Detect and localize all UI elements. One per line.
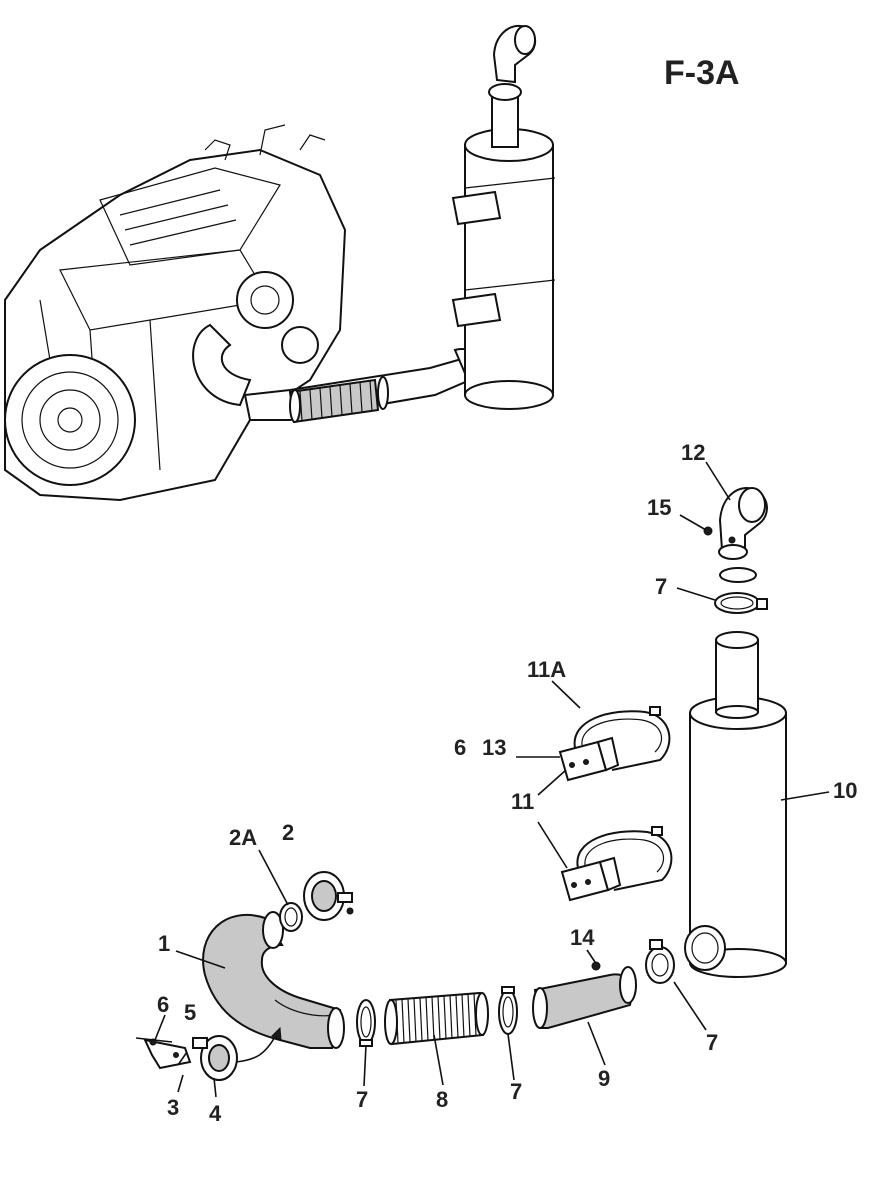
gasket-ring — [719, 567, 757, 583]
callout-7-inlet: 7 — [706, 1030, 718, 1055]
part-2-vband-clamp — [303, 871, 354, 921]
part-3-bracket — [143, 1038, 192, 1070]
part-12-elbow-cap — [718, 487, 768, 560]
callout-11a: 11A — [527, 657, 566, 682]
part-11-band-clamp — [560, 826, 673, 902]
part-7-clamp-right — [498, 986, 518, 1035]
callout-8: 8 — [436, 1087, 448, 1112]
callout-1: 1 — [158, 931, 170, 956]
callout-14: 14 — [570, 925, 595, 950]
part-14-nut — [591, 961, 601, 971]
part-7-clamp-top — [714, 592, 768, 614]
callout-6-lower: 6 — [157, 992, 169, 1017]
callout-7-right: 7 — [510, 1079, 522, 1104]
part-11a-band-clamp — [558, 706, 671, 782]
part-9-outlet-tube — [532, 966, 637, 1029]
engine-overview-illustration — [4, 24, 556, 502]
leader-lines — [135, 461, 830, 1098]
part-7-clamp-left — [356, 999, 376, 1047]
callout-labels: 12 15 7 11A 6 13 11 10 2A 2 1 14 6 5 7 9… — [157, 440, 857, 1126]
part-4-clamp — [192, 1035, 238, 1081]
callout-4: 4 — [209, 1101, 222, 1126]
callout-11: 11 — [511, 789, 534, 814]
callout-5: 5 — [184, 1000, 196, 1025]
callout-9: 9 — [598, 1066, 610, 1091]
callout-6-upper: 6 — [454, 735, 466, 760]
callout-3: 3 — [167, 1095, 179, 1120]
exploded-parts — [143, 487, 787, 1081]
callout-12: 12 — [681, 440, 705, 465]
leader-arrow-4 — [235, 1034, 277, 1063]
callout-13: 13 — [482, 735, 506, 760]
part-2a-gasket — [279, 902, 303, 932]
callout-7-top: 7 — [655, 574, 667, 599]
callout-2: 2 — [282, 820, 294, 845]
part-8-flex-bellows — [384, 991, 489, 1046]
part-15-bolt — [703, 526, 713, 536]
part-10-muffler — [684, 631, 787, 978]
callout-7-left: 7 — [356, 1087, 368, 1112]
part-7-clamp-inlet — [645, 939, 675, 984]
part-1-exhaust-elbow — [202, 911, 345, 1049]
figure-title: F-3A — [664, 54, 740, 92]
callout-2a: 2A — [229, 825, 257, 850]
callout-15: 15 — [647, 495, 671, 520]
callout-10: 10 — [833, 778, 857, 803]
